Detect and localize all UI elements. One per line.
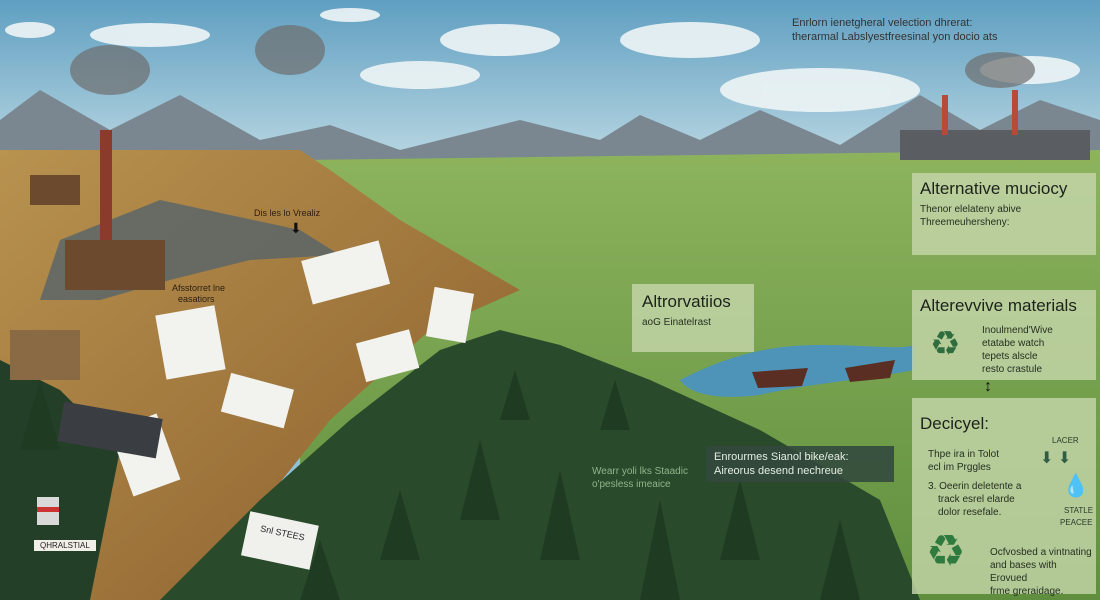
panel-text: dolor resefale. (938, 507, 1002, 518)
site-label-line: easatiors (178, 294, 215, 304)
trees (20, 370, 860, 600)
panel-alternative-materials: Alterevvive materials ♻ Inoulmend'Wive e… (912, 290, 1096, 380)
panel-decicyel: Decicyel: Thpe ira in Tolot ecl im Prggl… (912, 398, 1096, 597)
header-caption: Enrlorn ienetgheral velection dhrerat: t… (792, 16, 997, 44)
panel-text: 3. Oeerin deletente a (928, 481, 1022, 492)
arrow-label: Dis les lo Vrealiz (254, 208, 321, 218)
panel-text: Thenor elelateny abive (920, 204, 1022, 215)
panel-enrourmes: Enrourmes Sianol bike/eak: Aireorus dese… (706, 446, 894, 482)
drop-icon: 💧 (1062, 473, 1090, 498)
panel-alternative-muciocy: Alternative muciocy Thenor elelateny abi… (912, 173, 1096, 255)
down-arrow-icon: ⬇ (290, 220, 302, 236)
recycle-icon: ♻ (926, 527, 966, 576)
icon-label: PEACEE (1060, 518, 1093, 527)
receipt-card (240, 511, 319, 570)
receipts (109, 240, 475, 497)
header-line-2: therarmal Labslyestfreesinal yon docio a… (792, 31, 998, 43)
panel-title: Alterevvive materials (920, 296, 1077, 315)
recycle-icon: ♻ (930, 325, 961, 363)
can-label: QHRALSTIAL (34, 540, 96, 551)
panel-text: frme greraidage. (990, 586, 1064, 597)
smoke (70, 25, 1035, 95)
forest-caption-line: Wearr yoli lks Staadic (592, 466, 688, 477)
down-arrow-icon: ⬇ ⬇ (1040, 450, 1072, 467)
factory-left (10, 130, 165, 380)
panel-altrorvatiios: Altrorvatiios aoG Einatelrast (632, 284, 754, 352)
printer (57, 401, 163, 459)
panel-text: resto crastule (982, 364, 1043, 375)
panel-text: track esrel elarde (938, 494, 1015, 505)
icon-label: LACER (1052, 436, 1079, 445)
icon-label: STATLE (1064, 506, 1094, 515)
site-label-line: Afsstorret lne (172, 283, 226, 293)
panel-text: aoG Einatelrast (642, 317, 711, 328)
panel-text: and bases with Erovued (990, 560, 1057, 584)
panel-text: Aireorus desend nechreue (714, 465, 844, 477)
panel-title: Altrorvatiios (642, 292, 731, 311)
double-arrow-icon: ↕ (984, 378, 992, 395)
panel-text: ecl im Prggles (928, 462, 991, 473)
boats (752, 360, 895, 388)
panel-text: tepets alscle (982, 351, 1038, 362)
panel-title: Decicyel: (920, 414, 989, 433)
panel-text: Inoulmend'Wive (982, 325, 1053, 336)
panel-title: Alternative muciocy (920, 179, 1068, 198)
panel-text: Threemeuhersheny: (920, 217, 1010, 228)
header-line-1: Enrlorn ienetgheral velection dhrerat: (792, 17, 973, 29)
panel-text: Enrourmes Sianol bike/eak: (714, 451, 849, 463)
panel-text: Ocfvosbed a vintnating (990, 547, 1092, 558)
forest-caption: Wearr yoli lks Staadic o'pesless imeaice (592, 465, 688, 491)
site-label: Afsstorret lne easatiors (172, 283, 225, 305)
power-plant-right (900, 90, 1090, 160)
panel-text: Thpe ira in Tolot (928, 449, 999, 460)
panel-text: etatabe watch (982, 338, 1045, 349)
forest-caption-line: o'pesless imeaice (592, 479, 671, 490)
